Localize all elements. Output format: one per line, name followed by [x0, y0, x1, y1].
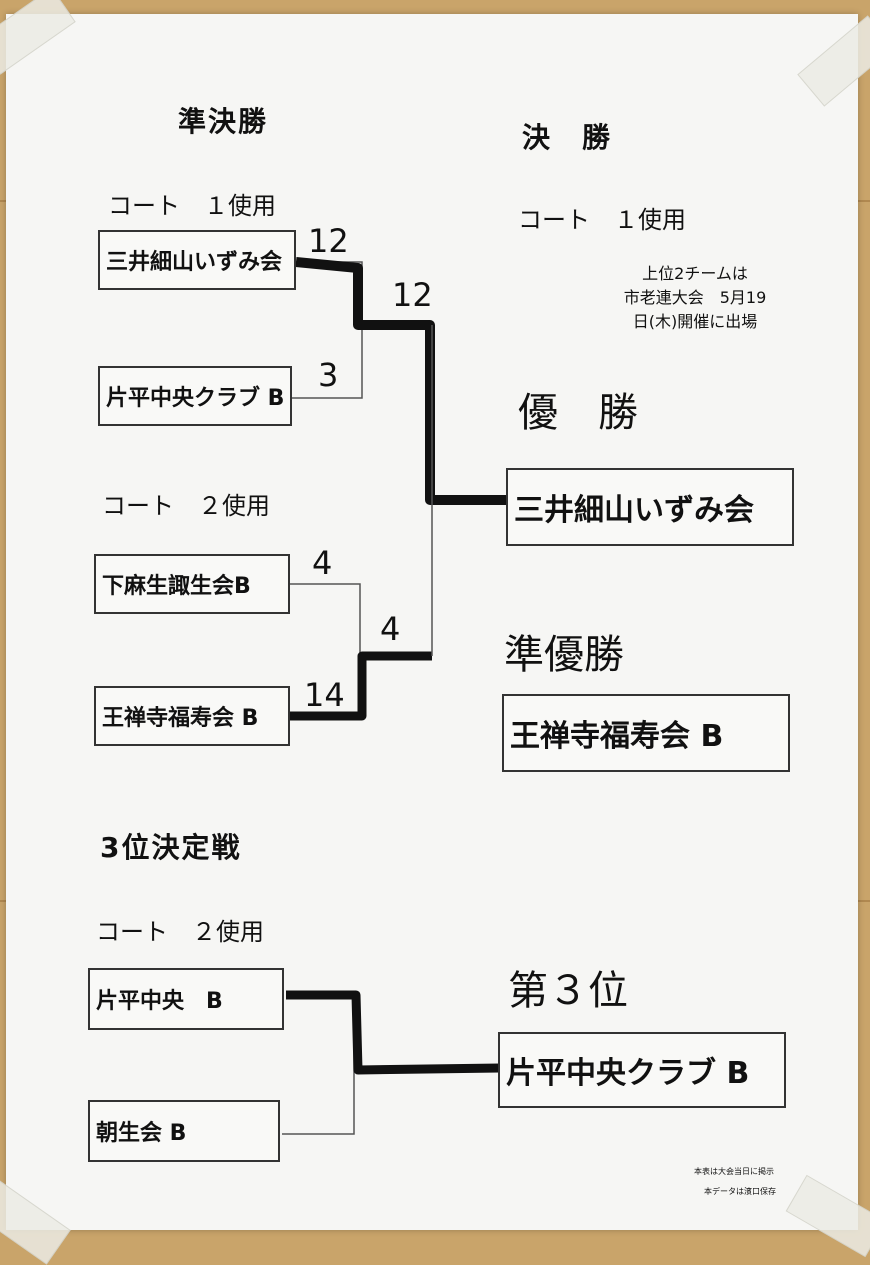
qualification-note: 上位2チームは 市老連大会 5月19 日(木)開催に出場: [585, 262, 805, 334]
champion-box: 三井細山いずみ会: [506, 468, 794, 546]
team-box: 王禅寺福寿会 B: [94, 686, 290, 746]
team-score: 12: [308, 222, 349, 260]
team-score: 3: [318, 356, 339, 394]
semifinal-heading: 準決勝: [178, 105, 269, 138]
bracket-lines: [282, 257, 508, 1135]
footer-note: 本表は大会当日に掲示: [694, 1167, 774, 1176]
third-place-winner-path: [286, 990, 501, 1075]
team-box: 片平中央クラブ B: [98, 366, 292, 426]
final-score: 12: [392, 276, 433, 314]
team-score: 14: [304, 676, 345, 714]
footer-note: 本データは濱口保存: [704, 1187, 776, 1196]
third-place-label: 第３位: [508, 968, 628, 1014]
court-label: コート １使用: [108, 192, 276, 220]
champion-label: 優 勝: [518, 390, 638, 436]
note-line: 上位2チームは: [642, 264, 748, 283]
note-line: 日(木)開催に出場: [632, 312, 758, 331]
team-box: 片平中央 B: [88, 968, 284, 1030]
team-score: 4: [312, 544, 333, 582]
winner-path: [295, 257, 508, 505]
runner-up-box: 王禅寺福寿会 B: [502, 694, 790, 772]
court-label: コート ２使用: [102, 492, 270, 520]
third-place-box: 片平中央クラブ B: [498, 1032, 786, 1108]
team-box: 三井細山いずみ会: [98, 230, 296, 290]
note-line: 市老連大会 5月19: [623, 288, 767, 307]
final-heading: 決 勝: [522, 121, 613, 154]
semifinal-b-winner-path: [290, 651, 432, 721]
third-place-line: [282, 994, 355, 1135]
team-box: 下麻生諏生会B: [94, 554, 290, 614]
final-score: 4: [380, 610, 401, 648]
team-box: 朝生会 B: [88, 1100, 280, 1162]
court-label: コート １使用: [518, 206, 686, 234]
court-label: コート ２使用: [96, 918, 264, 946]
runner-up-label: 準優勝: [504, 632, 624, 678]
third-place-heading: 3位決定戦: [100, 831, 242, 864]
